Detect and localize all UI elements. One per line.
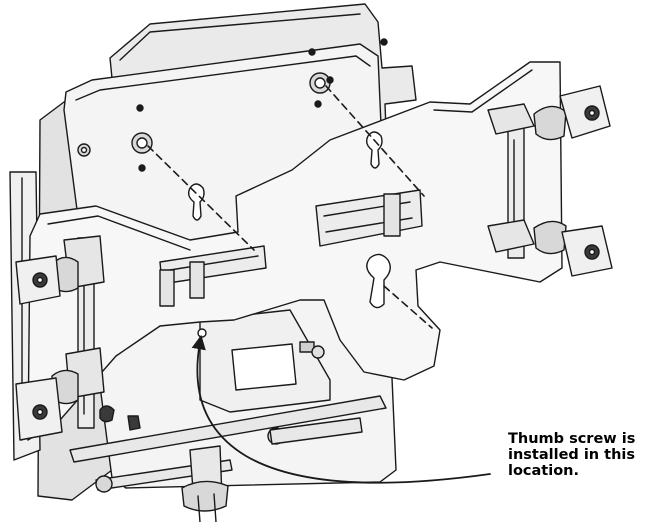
bolt-head-upper-right xyxy=(309,72,331,94)
bolt-head-left xyxy=(77,143,91,157)
bolt-head-upper-left xyxy=(131,132,153,154)
plate-fasteners xyxy=(77,38,388,241)
plate-hole xyxy=(380,38,388,46)
hinge-arm-lower-right xyxy=(487,219,613,277)
callout-line: installed in this xyxy=(508,447,636,463)
callout-label: Thumb screw is installed in this locatio… xyxy=(508,431,660,479)
slide-channels xyxy=(159,189,423,307)
alignment-line xyxy=(325,85,425,197)
plate-hole xyxy=(314,100,322,108)
callout-line: Thumb screw is xyxy=(508,431,636,447)
hinge-arm-upper-right xyxy=(487,85,611,141)
keyhole-slots xyxy=(187,131,391,309)
plate-hole xyxy=(308,48,316,56)
plate-hole xyxy=(326,76,334,84)
adapter-plate xyxy=(27,61,563,441)
keyhole-slot xyxy=(365,131,383,169)
callout-line: location. xyxy=(508,463,580,479)
hinge-arm-upper-left xyxy=(15,235,105,305)
keyhole-slot xyxy=(187,183,205,221)
slide-frame xyxy=(199,309,331,413)
keyhole-slot xyxy=(366,253,391,309)
hinge-arm-lower-left xyxy=(15,347,105,441)
alignment-line xyxy=(383,285,433,329)
handle xyxy=(181,445,229,522)
alignment-line xyxy=(147,145,255,251)
callout-pointer xyxy=(191,334,491,484)
alignment-lines xyxy=(147,85,433,329)
plate-hole xyxy=(138,164,146,172)
plate-hole xyxy=(136,104,144,112)
thumb-screw-hole xyxy=(197,328,207,338)
